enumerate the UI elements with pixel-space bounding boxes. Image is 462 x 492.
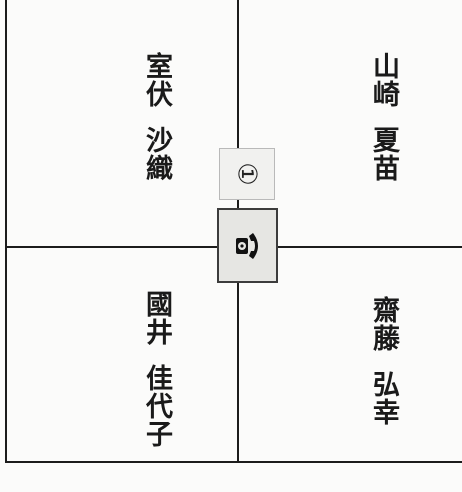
seat-bottom-right-given-name: 弘幸 [368, 370, 399, 426]
phone-badge [217, 208, 278, 283]
seat-top-right-given-name: 夏苗 [368, 126, 399, 182]
seat-top-right: 山崎夏苗 [364, 52, 403, 182]
seat-bottom-left-surname: 國井 [141, 290, 172, 346]
seat-bottom-left-given-name: 佳代子 [141, 364, 172, 448]
seat-top-right-surname: 山崎 [368, 52, 399, 108]
seat-bottom-left: 國井佳代子 [137, 290, 176, 448]
seat-top-left-surname: 室伏 [141, 52, 172, 108]
seat-top-left-given-name: 沙織 [141, 126, 172, 182]
circled-number: ① [232, 162, 262, 186]
seat-bottom-right-surname: 齋藤 [368, 296, 399, 352]
seat-top-left: 室伏沙織 [137, 52, 176, 182]
seat-bottom-right: 齋藤弘幸 [364, 296, 403, 426]
number-badge: ① [219, 148, 275, 200]
telephone-icon [231, 229, 265, 263]
seating-chart-frame [5, 0, 462, 463]
